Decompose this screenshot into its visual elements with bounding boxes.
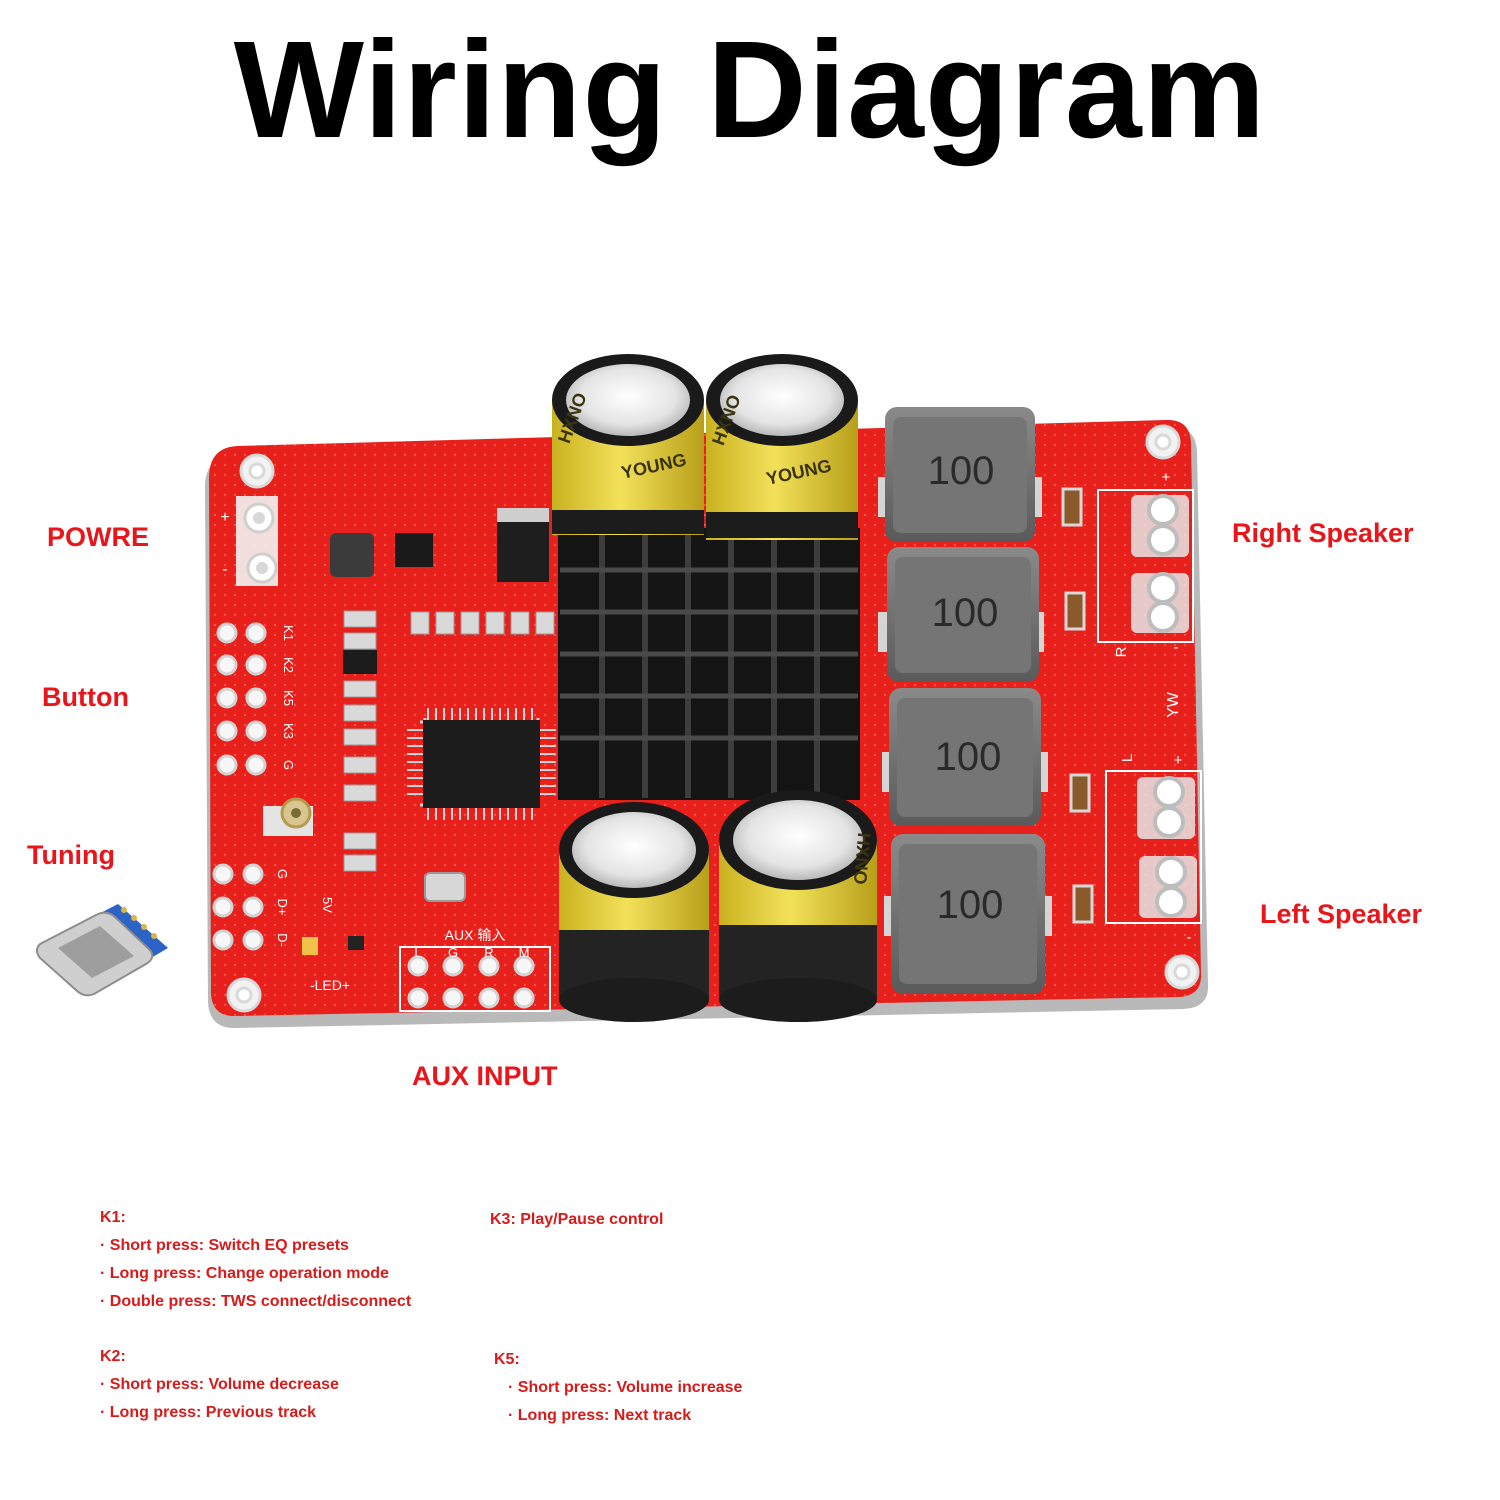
left-terminal-plus: + xyxy=(1174,752,1183,769)
button-header xyxy=(216,622,267,776)
five-v-label: 5V xyxy=(320,897,335,913)
aux-header xyxy=(399,946,551,1012)
silk-l: L xyxy=(1119,754,1136,762)
aux-silk-header: AUX 输入 xyxy=(445,927,506,943)
crystal xyxy=(424,872,466,902)
smd-components xyxy=(343,610,555,872)
aux-pin-r: R xyxy=(484,945,493,960)
inductor-2 xyxy=(878,547,1044,682)
button-pin-k3: K3 xyxy=(281,723,296,739)
k5-notes: K5: · Short press: Volume increase · Lon… xyxy=(494,1346,742,1430)
power-plus: + xyxy=(220,509,229,526)
k2-line-2: · Long press: Previous track xyxy=(100,1404,317,1421)
capacitor-bottom-right xyxy=(719,790,877,1022)
k1-notes: K1: · Short press: Switch EQ presets · L… xyxy=(100,1204,411,1316)
inductor-3-marking: 100 xyxy=(935,735,1002,779)
k5-title: K5: xyxy=(494,1351,520,1368)
inductor-1 xyxy=(878,407,1042,542)
silk-r: R xyxy=(1113,646,1130,657)
inductor-1-marking: 100 xyxy=(928,449,995,493)
led xyxy=(302,937,318,955)
k2-title: K2: xyxy=(100,1348,126,1365)
led-label: -LED+ xyxy=(310,977,350,993)
button-pin-k2: K2 xyxy=(281,657,296,673)
capacitor-top-right xyxy=(706,354,858,540)
heatsink xyxy=(558,528,860,800)
button-label: Button xyxy=(42,682,129,712)
right-terminal-minus: - xyxy=(1174,639,1179,656)
power-label: POWRE xyxy=(47,522,150,552)
main-ic xyxy=(407,708,556,820)
cap-bottom-right-hxno: HXNO xyxy=(850,832,874,886)
left-terminal-minus: - xyxy=(1187,929,1192,946)
k1-line-2: · Long press: Change operation mode xyxy=(100,1265,389,1282)
silk-yw: YW xyxy=(1165,691,1182,718)
inductor-3 xyxy=(882,688,1048,826)
k1-title: K1: xyxy=(100,1209,126,1226)
aux-pin-l: L xyxy=(414,945,421,960)
tuning-pin-g: G xyxy=(275,869,290,879)
k3-notes: K3: Play/Pause control xyxy=(490,1206,663,1234)
output-smd xyxy=(1061,487,1094,924)
k5-line-1: · Short press: Volume increase xyxy=(508,1379,743,1396)
capacitor-bottom-left xyxy=(559,802,709,1022)
left-speaker-terminal xyxy=(1105,770,1202,924)
inductor-4 xyxy=(884,834,1052,994)
k2-notes: K2: · Short press: Volume decrease · Lon… xyxy=(100,1343,339,1427)
aux-pin-m: M xyxy=(519,945,530,960)
inductor-2-marking: 100 xyxy=(932,591,999,635)
tuning-pin-dplus: D+ xyxy=(275,899,290,916)
k5-line-2: · Long press: Next track xyxy=(508,1407,692,1424)
usb-c-adapter-icon xyxy=(36,904,168,997)
tuning-header xyxy=(212,863,264,951)
tuning-label: Tuning xyxy=(27,840,115,870)
power-terminals xyxy=(236,496,278,586)
button-pin-g: G xyxy=(281,760,296,770)
page-title: Wiring Diagram xyxy=(233,13,1267,167)
button-pin-k5: K5 xyxy=(281,690,296,706)
k1-line-1: · Short press: Switch EQ presets xyxy=(100,1237,349,1254)
capacitor-top-left xyxy=(552,354,704,535)
button-pin-k1: K1 xyxy=(281,625,296,641)
right-speaker-label: Right Speaker xyxy=(1232,518,1414,548)
k3-title: K3: Play/Pause control xyxy=(490,1211,664,1228)
left-speaker-label: Left Speaker xyxy=(1260,899,1423,929)
k2-line-1: · Short press: Volume decrease xyxy=(100,1376,339,1393)
right-speaker-terminal xyxy=(1097,489,1194,643)
k1-line-3: · Double press: TWS connect/disconnect xyxy=(100,1293,412,1310)
aux-input-label: AUX INPUT xyxy=(412,1061,558,1091)
inductor-4-marking: 100 xyxy=(937,883,1004,927)
tuning-pin-dminus: D- xyxy=(275,933,290,947)
aux-pin-g: G xyxy=(448,945,458,960)
power-minus: - xyxy=(222,561,227,578)
small-inductor xyxy=(330,533,374,577)
right-terminal-plus: + xyxy=(1162,469,1171,486)
mounting-holes xyxy=(226,424,1200,1013)
